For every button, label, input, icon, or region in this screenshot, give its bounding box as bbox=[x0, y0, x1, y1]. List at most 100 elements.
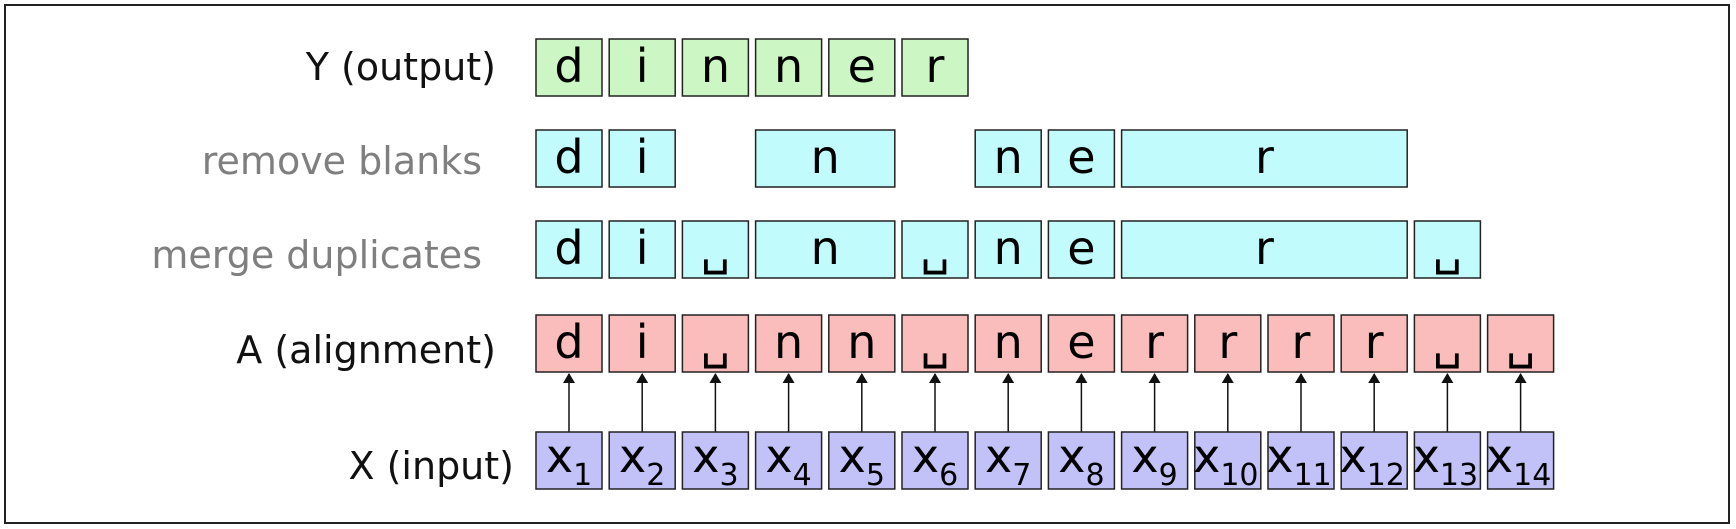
input-cell-box bbox=[1486, 431, 1555, 490]
input-symbol: x bbox=[1131, 429, 1158, 483]
input-subscript: 3 bbox=[719, 458, 738, 493]
input-cell-label: x3 bbox=[692, 429, 738, 493]
alignment-cell-label: ␣ bbox=[1506, 315, 1535, 369]
merge-duplicates-cell-label: n bbox=[811, 221, 840, 275]
row-label-output: Y (output) bbox=[305, 45, 496, 89]
input-symbol: x bbox=[765, 429, 792, 483]
input-cell-box bbox=[1120, 431, 1189, 490]
row-label-merge-duplicates: merge duplicates bbox=[151, 233, 482, 277]
input-cell-label: x6 bbox=[912, 429, 958, 493]
output-cell-label: n bbox=[774, 39, 803, 93]
alignment-cell-box bbox=[1486, 314, 1555, 373]
input-symbol: x bbox=[839, 429, 866, 483]
merge-duplicates-cell-box bbox=[535, 220, 603, 279]
merge-duplicates-cell-box bbox=[608, 220, 676, 279]
input-cell-label: x7 bbox=[985, 429, 1031, 493]
input-cell-box bbox=[901, 431, 969, 490]
remove-blanks-cell-label: e bbox=[1067, 130, 1095, 184]
alignment-cell-label: n bbox=[847, 315, 876, 369]
input-cell-box bbox=[828, 431, 896, 490]
output-cell-box bbox=[681, 38, 750, 97]
alignment-cell-box bbox=[608, 314, 676, 373]
merge-duplicates-cell-box bbox=[901, 220, 969, 279]
input-cell-label: x13 bbox=[1413, 429, 1478, 493]
alignment-cell-box bbox=[828, 314, 896, 373]
alignment-arrows bbox=[563, 373, 1527, 432]
alignment-cell-box bbox=[535, 314, 603, 373]
remove-blanks-cell-box bbox=[608, 129, 676, 188]
output-cell-label: d bbox=[554, 39, 583, 93]
merge-duplicates-cell-box bbox=[1120, 220, 1408, 279]
merge-duplicates-cell-box bbox=[1413, 220, 1482, 279]
alignment-cell-box bbox=[901, 314, 969, 373]
alignment-cell-label: n bbox=[774, 315, 803, 369]
merge-duplicates-cell-label: i bbox=[636, 221, 649, 275]
remove-blanks-cell-box bbox=[754, 129, 896, 188]
input-subscript: 12 bbox=[1367, 458, 1405, 493]
input-cell-label: x10 bbox=[1193, 429, 1258, 493]
remove-blanks-cell-label: d bbox=[554, 130, 583, 184]
alignment-cell-box bbox=[1120, 314, 1189, 373]
output-cell-label: i bbox=[636, 39, 649, 93]
input-subscript: 11 bbox=[1294, 458, 1332, 493]
input-cell-box bbox=[1194, 431, 1262, 490]
input-symbol: x bbox=[1266, 429, 1293, 483]
diagram-frame: Y (output) remove blanks merge duplicate… bbox=[4, 4, 1730, 524]
remove-blanks-cell-box bbox=[535, 129, 603, 188]
row-label-input: X (input) bbox=[348, 444, 514, 488]
output-cell-box bbox=[608, 38, 676, 97]
input-symbol: x bbox=[1486, 429, 1513, 483]
input-cell-box bbox=[1267, 431, 1335, 490]
input-cell-label: x9 bbox=[1131, 429, 1177, 493]
alignment-cell-label: n bbox=[994, 315, 1023, 369]
input-subscript: 4 bbox=[793, 458, 812, 493]
merge-duplicates-cell-label: ␣ bbox=[1433, 221, 1462, 275]
input-subscript: 14 bbox=[1513, 458, 1551, 493]
input-cell-box bbox=[681, 431, 750, 490]
merge-duplicates-cell-label: ␣ bbox=[701, 221, 730, 275]
output-cell-box bbox=[754, 38, 823, 97]
alignment-cell-box bbox=[974, 314, 1042, 373]
alignment-cell-label: r bbox=[1145, 315, 1164, 369]
input-cell-label: x12 bbox=[1339, 429, 1404, 493]
ctc-alignment-diagram: Y (output) remove blanks merge duplicate… bbox=[151, 38, 1555, 493]
alignment-cell-label: ␣ bbox=[920, 315, 949, 369]
alignment-cell-box bbox=[1267, 314, 1335, 373]
merge-duplicates-cell-label: e bbox=[1067, 221, 1095, 275]
input-cell-label: x14 bbox=[1486, 429, 1551, 493]
output-cell-label: e bbox=[848, 39, 876, 93]
input-cell-label: x4 bbox=[765, 429, 811, 493]
input-cell-label: x8 bbox=[1058, 429, 1104, 493]
row-label-alignment: A (alignment) bbox=[236, 328, 496, 372]
input-subscript: 1 bbox=[573, 458, 592, 493]
merge-duplicates-cell-box bbox=[1047, 220, 1116, 279]
merge-duplicates-cell-box bbox=[754, 220, 896, 279]
input-subscript: 2 bbox=[646, 458, 665, 493]
alignment-cell-label: ␣ bbox=[1433, 315, 1462, 369]
merge-duplicates-cell-box bbox=[974, 220, 1042, 279]
remove-blanks-cell-box bbox=[1047, 129, 1116, 188]
input-cell-box bbox=[754, 431, 823, 490]
input-cell-label: x1 bbox=[546, 429, 592, 493]
alignment-cell-box bbox=[681, 314, 750, 373]
input-cell-box bbox=[974, 431, 1042, 490]
input-subscript: 8 bbox=[1085, 458, 1104, 493]
output-cell-label: n bbox=[701, 39, 730, 93]
remove-blanks-cell-box bbox=[1120, 129, 1408, 188]
merge-duplicates-cell-label: n bbox=[994, 221, 1023, 275]
alignment-cell-box bbox=[1194, 314, 1262, 373]
alignment-cell-label: r bbox=[1218, 315, 1237, 369]
input-cell-label: x5 bbox=[839, 429, 885, 493]
input-cell-label: x2 bbox=[619, 429, 665, 493]
input-subscript: 6 bbox=[939, 458, 958, 493]
alignment-cell-label: r bbox=[1365, 315, 1384, 369]
input-cell-box bbox=[535, 431, 603, 490]
output-cell-box bbox=[901, 38, 969, 97]
alignment-cell-label: e bbox=[1067, 315, 1095, 369]
alignment-cell-label: r bbox=[1292, 315, 1311, 369]
merge-duplicates-cell-label: ␣ bbox=[920, 221, 949, 275]
